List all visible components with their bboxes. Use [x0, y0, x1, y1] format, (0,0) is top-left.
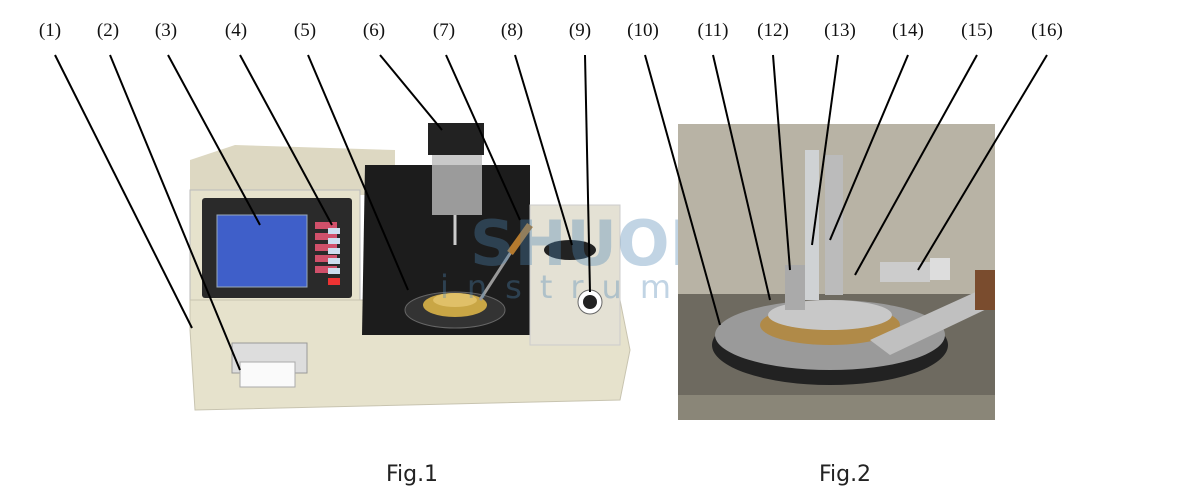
caption-fig1: Fig.1: [385, 462, 439, 487]
label-7: (7): [432, 20, 456, 41]
label-13: (13): [824, 20, 856, 41]
leader-lines: [54, 54, 1048, 371]
leader-line-8: [514, 54, 573, 246]
leader-line-12: [772, 54, 791, 271]
label-14: (14): [892, 20, 924, 41]
label-8: (8): [500, 20, 524, 41]
label-6: (6): [362, 20, 386, 41]
label-3: (3): [154, 20, 178, 41]
label-5: (5): [293, 20, 317, 41]
leader-line-4: [239, 54, 333, 226]
label-15: (15): [961, 20, 993, 41]
leader-line-16: [917, 54, 1048, 271]
label-16: (16): [1031, 20, 1063, 41]
leader-line-7: [445, 54, 521, 221]
leader-line-1: [54, 54, 193, 329]
leader-line-10: [644, 54, 721, 326]
fig1-instrument-photo: [189, 123, 631, 411]
leader-line-2: [109, 54, 241, 371]
label-2: (2): [96, 20, 120, 41]
label-11: (11): [697, 20, 729, 41]
label-10: (10): [627, 20, 659, 41]
label-9: (9): [568, 20, 592, 41]
leader-line-6: [379, 54, 443, 131]
leader-line-5: [307, 54, 409, 291]
leader-line-14: [829, 54, 909, 241]
fig2-cup-assembly-photo: [678, 124, 995, 420]
caption-fig2: Fig.2: [818, 462, 872, 487]
label-4: (4): [224, 20, 248, 41]
leader-line-3: [167, 54, 261, 226]
leader-line-13: [811, 54, 839, 246]
svg-text:instrume: instrume: [440, 268, 727, 306]
label-12: (12): [757, 20, 789, 41]
leader-line-9: [584, 54, 591, 293]
leader-line-15: [854, 54, 978, 276]
leader-line-11: [712, 54, 771, 301]
label-1: (1): [38, 20, 62, 41]
